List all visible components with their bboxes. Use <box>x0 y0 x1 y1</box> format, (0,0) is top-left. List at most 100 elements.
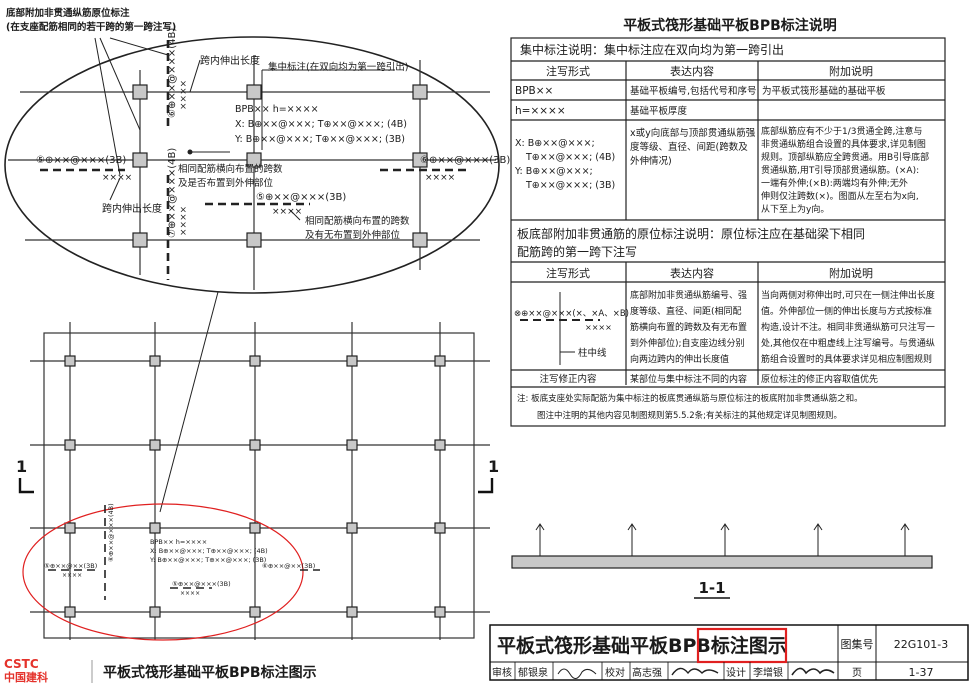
page-no: 1-37 <box>909 666 934 679</box>
plan-columns <box>64 355 446 618</box>
check-label: 校对 <box>605 666 625 679</box>
column <box>346 355 358 367</box>
table-title: 平板式筏形基础平板BPB标注说明 <box>623 17 837 34</box>
column <box>64 355 76 367</box>
section-label: 1-1 <box>698 579 725 597</box>
col-header-content: 表达内容 <box>670 64 714 78</box>
leader-line <box>94 37 121 176</box>
mini-bpb-2: X: B⊕××@×××; T⊕××@×××; (4B) <box>150 547 268 555</box>
xy-note-3: 规则。顶部纵筋应全跨贯通。用B引导底部 <box>761 151 929 163</box>
xy-note-4: 贯通纵筋,用T引导顶部贯通纵筋。(×A): <box>761 164 919 176</box>
row3-form: 注写修正内容 <box>539 373 597 385</box>
xxxx-label: ×××× <box>102 173 132 183</box>
xy-form-4: T⊕××@×××; (3B) <box>525 180 615 191</box>
xxxx-label: ×××× <box>425 173 455 183</box>
row3-note: 原位标注的修正内容取值优先 <box>761 373 878 385</box>
column <box>149 522 161 534</box>
column <box>132 152 148 168</box>
mini-xxxx: ×××× <box>62 572 82 579</box>
column <box>132 232 148 248</box>
mini-label-left: ⑤⊕××@××(3B) <box>44 562 97 570</box>
mini-bpb-1: BPB×× h=×××× <box>150 538 207 546</box>
col-header-note-2: 附加说明 <box>829 266 873 280</box>
column <box>149 606 161 618</box>
xy-note-2: 非贯通纵筋组合设置的具体要求,详见制图 <box>761 138 926 150</box>
label-4b-top: ⑥⊕××@×××(4B) <box>167 28 178 118</box>
row2-content-3: 筋横向布置的跨数及有无布置 <box>630 321 747 333</box>
row2-form-sub: ×××× <box>585 323 612 332</box>
section2-heading-1: 板底部附加非贯通筋的原位标注说明：原位标注应在基础梁下相同 <box>517 226 865 241</box>
title-plain: 平板式筏形基础平板 <box>497 634 669 657</box>
column <box>346 522 358 534</box>
row2-note-4: 处,其他仅在中粗虚线上注写编号。与贯通纵 <box>761 337 935 349</box>
xy-note-6: 伸则仅注跨数(×)。图面从左至右为x向, <box>761 190 919 202</box>
signature-review <box>557 668 597 679</box>
column <box>246 152 262 168</box>
row-bpb-note: 为平板式筏形基础的基础平板 <box>762 85 886 97</box>
xy-content-3: 外伸情况) <box>630 155 672 167</box>
same-note-1a: 相同配筋横向布置的跨数 <box>178 163 283 175</box>
callout-connector <box>159 291 219 513</box>
section1-heading: 集中标注说明：集中标注应在双向均为第一跨引出 <box>520 42 784 57</box>
page-label: 页 <box>852 667 862 679</box>
row-bpb-content: 基础平板编号,包括代号和序号 <box>630 85 757 97</box>
title-tail: 图示 <box>749 635 787 657</box>
column <box>149 439 161 451</box>
xxxx-label: ×××× <box>179 80 189 110</box>
title-block-frame <box>489 624 969 681</box>
same-note-2b: 及有无布置到外伸部位 <box>305 229 401 241</box>
table-frame <box>510 37 946 427</box>
column <box>434 606 446 618</box>
bpb-line-2: X: B⊕××@×××; T⊕××@×××; (4B) <box>235 119 407 130</box>
column <box>249 606 261 618</box>
jizhong-label: 集中标注(在双向均为第一跨引出) <box>268 61 408 73</box>
xy-note-5: 一端有外伸;(×B):两端均有外伸;无外 <box>761 177 908 189</box>
leader-line <box>109 37 169 56</box>
row3-content: 某部位与集中标注不同的内容 <box>630 373 747 385</box>
mini-label-center: ⑤⊕××@×××(3B) <box>172 580 231 588</box>
signature-check <box>671 667 719 676</box>
column <box>249 355 261 367</box>
top-left-note-1: 底部附加非贯通纵筋原位标注 <box>5 7 130 19</box>
column-stub <box>627 523 637 556</box>
row2-note-2: 值。外伸部位一侧的伸出长度与方式按标准 <box>761 305 932 317</box>
slab-section <box>511 555 933 569</box>
mini-label-top: ⑥⊕××@×××(4B) <box>107 503 115 562</box>
annotation-table: 平板式筏形基础平板BPB标注说明 集中标注说明：集中标注应在双向均为第一跨引出 … <box>510 17 946 427</box>
leader-line <box>109 177 121 201</box>
same-note-1b: 及是否布置到外伸部位 <box>178 177 274 189</box>
column <box>64 522 76 534</box>
row2-note-5: 筋组合设置时的具体要求详见相应制图规则 <box>761 353 932 365</box>
logo-text: 中国建科 <box>4 670 48 683</box>
column <box>246 84 262 100</box>
row-h-form: h=×××× <box>515 105 566 117</box>
col-header-form-2: 注写形式 <box>546 266 590 280</box>
column <box>64 439 76 451</box>
label-4b-mid: ⑦⊕××@×××(4B) <box>167 148 178 238</box>
xy-form-2: T⊕××@×××; (4B) <box>525 152 615 163</box>
xxxx-label: ×××× <box>272 207 302 217</box>
top-left-note-2: (在支座配筋相同的若干跨的第一跨注写) <box>6 21 176 33</box>
title-highlight-box <box>696 627 788 664</box>
row2-content-4: 到外伸部位);自支座边线分别 <box>630 337 745 349</box>
column <box>249 522 261 534</box>
design-label: 设计 <box>726 666 746 679</box>
review-name: 郁银泉 <box>518 666 548 679</box>
col-header-content-2: 表达内容 <box>670 266 714 280</box>
row2-content-2: 度等级、直径、间距(相同配 <box>630 305 742 317</box>
bpb-line-3: Y: B⊕××@×××; T⊕××@×××; (3B) <box>234 134 405 145</box>
row2-form-label: ⊗⊕××@×××(×、×A、×B) <box>514 309 629 319</box>
atlas-no: 22G101-3 <box>894 638 948 651</box>
callout-ellipse <box>4 36 500 294</box>
kua-nei-label-1: 跨内伸出长度 <box>200 54 260 67</box>
title-highlight: BPB标注 <box>668 634 749 657</box>
section-mark-right-symbol <box>478 478 494 494</box>
footnote-2: 图注中注明的其他内容见制图规则第5.5.2条;有关标注的其他规定详见制图规则。 <box>537 410 842 421</box>
row2-form-axis: 柱中线 <box>578 347 607 359</box>
plan-view: 1 1 ⑤⊕××@××(3B) ×××× BPB×× h=×××× X: B⊕×… <box>16 322 499 641</box>
plan-outline <box>43 332 475 639</box>
column <box>434 355 446 367</box>
column <box>412 84 428 100</box>
column <box>246 232 262 248</box>
column <box>249 439 261 451</box>
